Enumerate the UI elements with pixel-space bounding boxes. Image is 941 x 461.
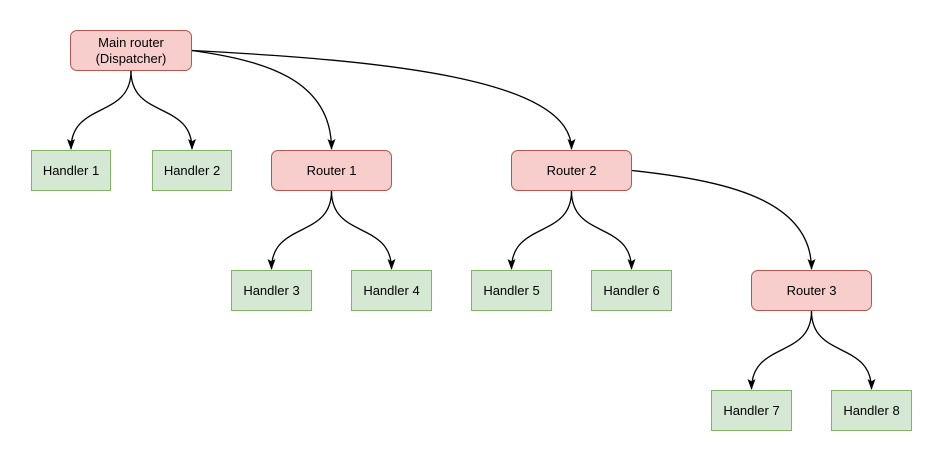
node-handler-3: Handler 3 bbox=[231, 270, 312, 311]
node-main-router: Main router(Dispatcher) bbox=[70, 30, 192, 71]
node-label: Handler 4 bbox=[363, 282, 420, 298]
node-handler-8: Handler 8 bbox=[831, 390, 912, 431]
edge-router-1-to-handler-4 bbox=[330, 190, 396, 270]
node-label: Handler 2 bbox=[163, 162, 221, 178]
edge-router-3-to-handler-7 bbox=[747, 310, 813, 390]
node-handler-1: Handler 1 bbox=[31, 150, 111, 191]
edge-main-router-to-router-1 bbox=[191, 49, 336, 150]
node-router-2: Router 2 bbox=[511, 150, 632, 191]
edge-router-2-to-router-3 bbox=[631, 169, 816, 270]
edge-router-2-to-handler-5 bbox=[507, 190, 573, 270]
node-label: Handler 6 bbox=[603, 282, 660, 298]
node-router-1: Router 1 bbox=[271, 150, 392, 191]
node-label: Handler 8 bbox=[843, 402, 900, 418]
node-label: Router 2 bbox=[546, 162, 597, 178]
edges-group bbox=[67, 49, 876, 390]
node-handler-7: Handler 7 bbox=[711, 390, 792, 431]
node-label: Router 3 bbox=[786, 282, 837, 298]
node-handler-6: Handler 6 bbox=[591, 270, 672, 311]
node-label: Handler 7 bbox=[723, 402, 780, 418]
node-handler-5: Handler 5 bbox=[471, 270, 552, 311]
node-router-3: Router 3 bbox=[751, 270, 872, 311]
node-label: Handler 5 bbox=[483, 282, 540, 298]
node-handler-2: Handler 2 bbox=[152, 150, 232, 191]
edge-main-router-to-handler-1 bbox=[67, 70, 132, 150]
node-handler-4: Handler 4 bbox=[351, 270, 432, 311]
edge-router-1-to-handler-3 bbox=[267, 190, 333, 270]
edge-main-router-to-router-2 bbox=[191, 49, 576, 150]
edge-main-router-to-handler-2 bbox=[130, 70, 196, 150]
node-label: Main router bbox=[98, 34, 164, 50]
edge-router-2-to-handler-6 bbox=[570, 190, 636, 270]
node-label: Handler 3 bbox=[243, 282, 300, 298]
edge-router-3-to-handler-8 bbox=[810, 310, 876, 390]
node-label: Handler 1 bbox=[42, 162, 100, 178]
node-label: (Dispatcher) bbox=[95, 50, 167, 66]
node-label: Router 1 bbox=[306, 162, 357, 178]
